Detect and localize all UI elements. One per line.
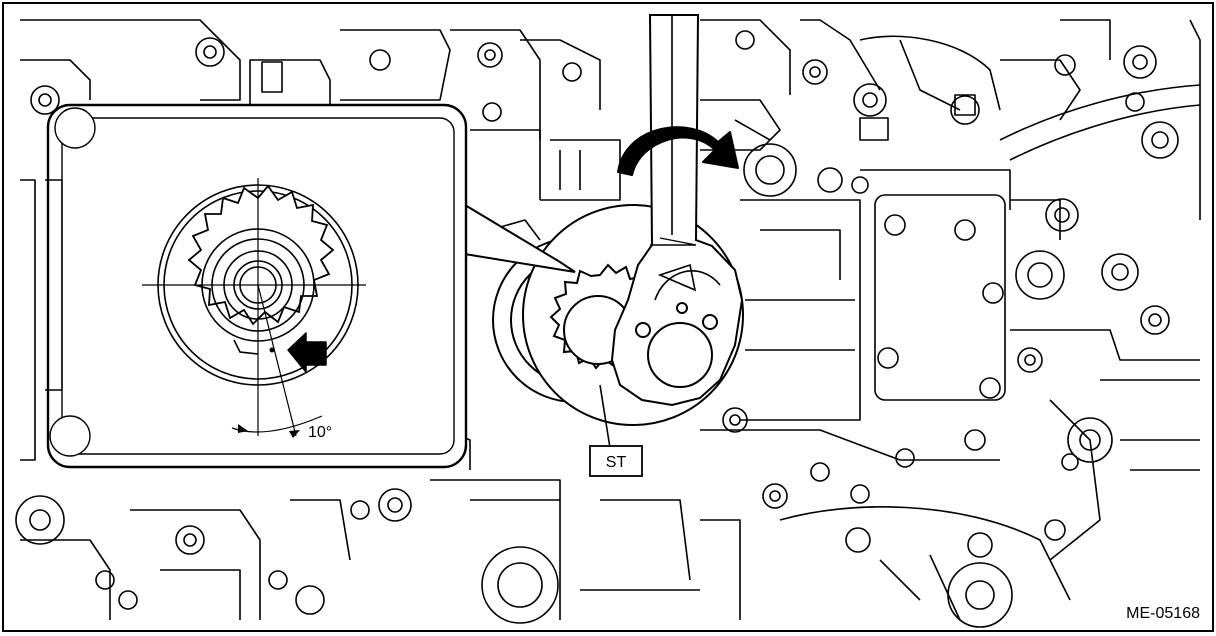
crank-sprocket-assembly <box>492 14 744 426</box>
st-leader-line <box>599 384 611 449</box>
st-label-box <box>589 445 643 477</box>
st-label: ST <box>606 454 627 471</box>
detail-inset: 10° <box>45 103 468 469</box>
angled-mark-line <box>257 284 297 437</box>
wrench-bolt-hole <box>647 322 713 388</box>
clockwise-rotation-arrow-icon <box>617 126 739 176</box>
special-tool-callout: ST <box>589 384 643 477</box>
alignment-mark <box>269 347 275 353</box>
angle-label: 10° <box>308 424 332 441</box>
alignment-mark-arrow-icon <box>287 332 327 373</box>
special-tool-wrench <box>610 14 744 407</box>
figure-code: ME-05168 <box>1126 605 1200 622</box>
inset-callout-pointer <box>439 189 576 273</box>
